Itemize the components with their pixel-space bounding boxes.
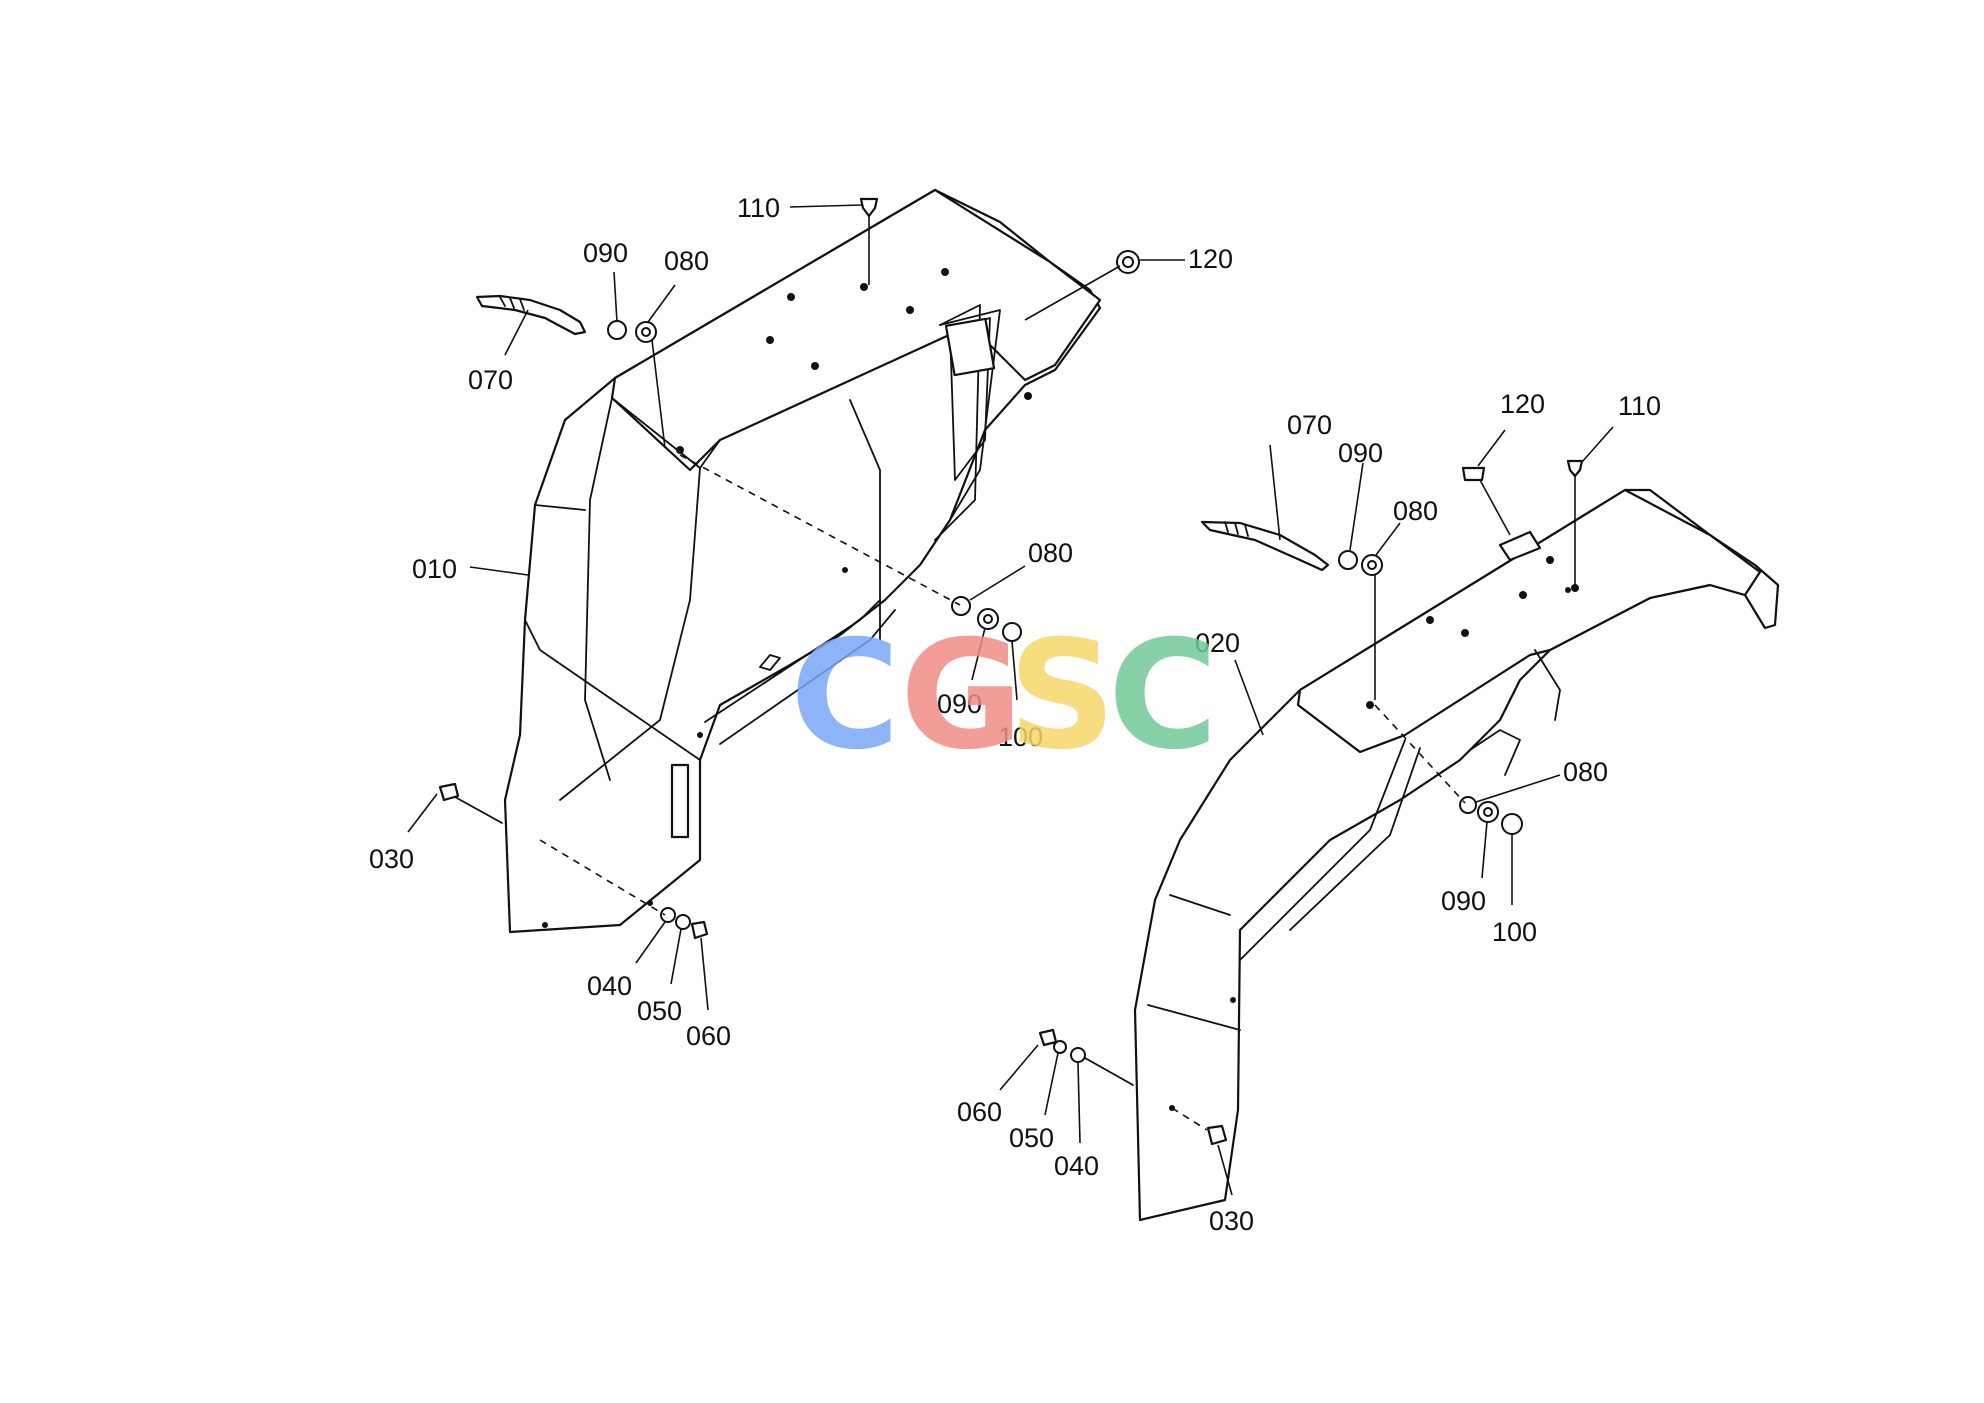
callout-right-110: 110 bbox=[1618, 391, 1661, 421]
callout-left-110: 110 bbox=[737, 193, 780, 223]
callout-right-050: 050 bbox=[1009, 1123, 1054, 1153]
callout-left-040: 040 bbox=[587, 971, 632, 1001]
callout-right-080-mid: 080 bbox=[1563, 757, 1608, 787]
callout-right-090-top: 090 bbox=[1338, 438, 1383, 468]
callout-left-060: 060 bbox=[686, 1021, 731, 1051]
callout-right-060: 060 bbox=[957, 1097, 1002, 1127]
callout-left-080-top: 080 bbox=[664, 246, 709, 276]
callout-left-080-mid: 080 bbox=[1028, 538, 1073, 568]
callout-right-100-mid: 100 bbox=[1492, 917, 1537, 947]
callout-right-080-top: 080 bbox=[1393, 496, 1438, 526]
callout-right-030: 030 bbox=[1209, 1206, 1254, 1236]
watermark-letter-c1: C bbox=[790, 609, 900, 783]
left-fender bbox=[503, 188, 1102, 934]
callout-left-050: 050 bbox=[637, 996, 682, 1026]
leader-lines bbox=[407, 204, 1614, 1196]
watermark-letter-s: S bbox=[1008, 609, 1116, 783]
callout-right-020: 020 bbox=[1195, 628, 1240, 658]
callout-right-070: 070 bbox=[1287, 410, 1332, 440]
cgsc-watermark: C G S C bbox=[790, 609, 1218, 783]
left-hardware bbox=[438, 197, 1140, 940]
watermark-letter-c2: C bbox=[1108, 609, 1218, 783]
callout-labels: 110 120 090 080 070 010 080 090 100 030 … bbox=[369, 193, 1661, 1236]
callout-left-010: 010 bbox=[412, 554, 457, 584]
callout-right-120: 120 bbox=[1500, 389, 1545, 419]
watermark-letter-g: G bbox=[900, 609, 1023, 783]
callout-left-090-top: 090 bbox=[583, 238, 628, 268]
callout-right-090-mid: 090 bbox=[1441, 886, 1486, 916]
callout-left-030: 030 bbox=[369, 844, 414, 874]
callout-left-120: 120 bbox=[1188, 244, 1233, 274]
callout-right-040: 040 bbox=[1054, 1151, 1099, 1181]
callout-left-070: 070 bbox=[468, 365, 513, 395]
callout-left-100-mid: 100 bbox=[998, 722, 1043, 752]
right-hardware bbox=[1038, 459, 1584, 1146]
right-fender bbox=[1133, 488, 1780, 1222]
callout-left-090-mid: 090 bbox=[937, 689, 982, 719]
